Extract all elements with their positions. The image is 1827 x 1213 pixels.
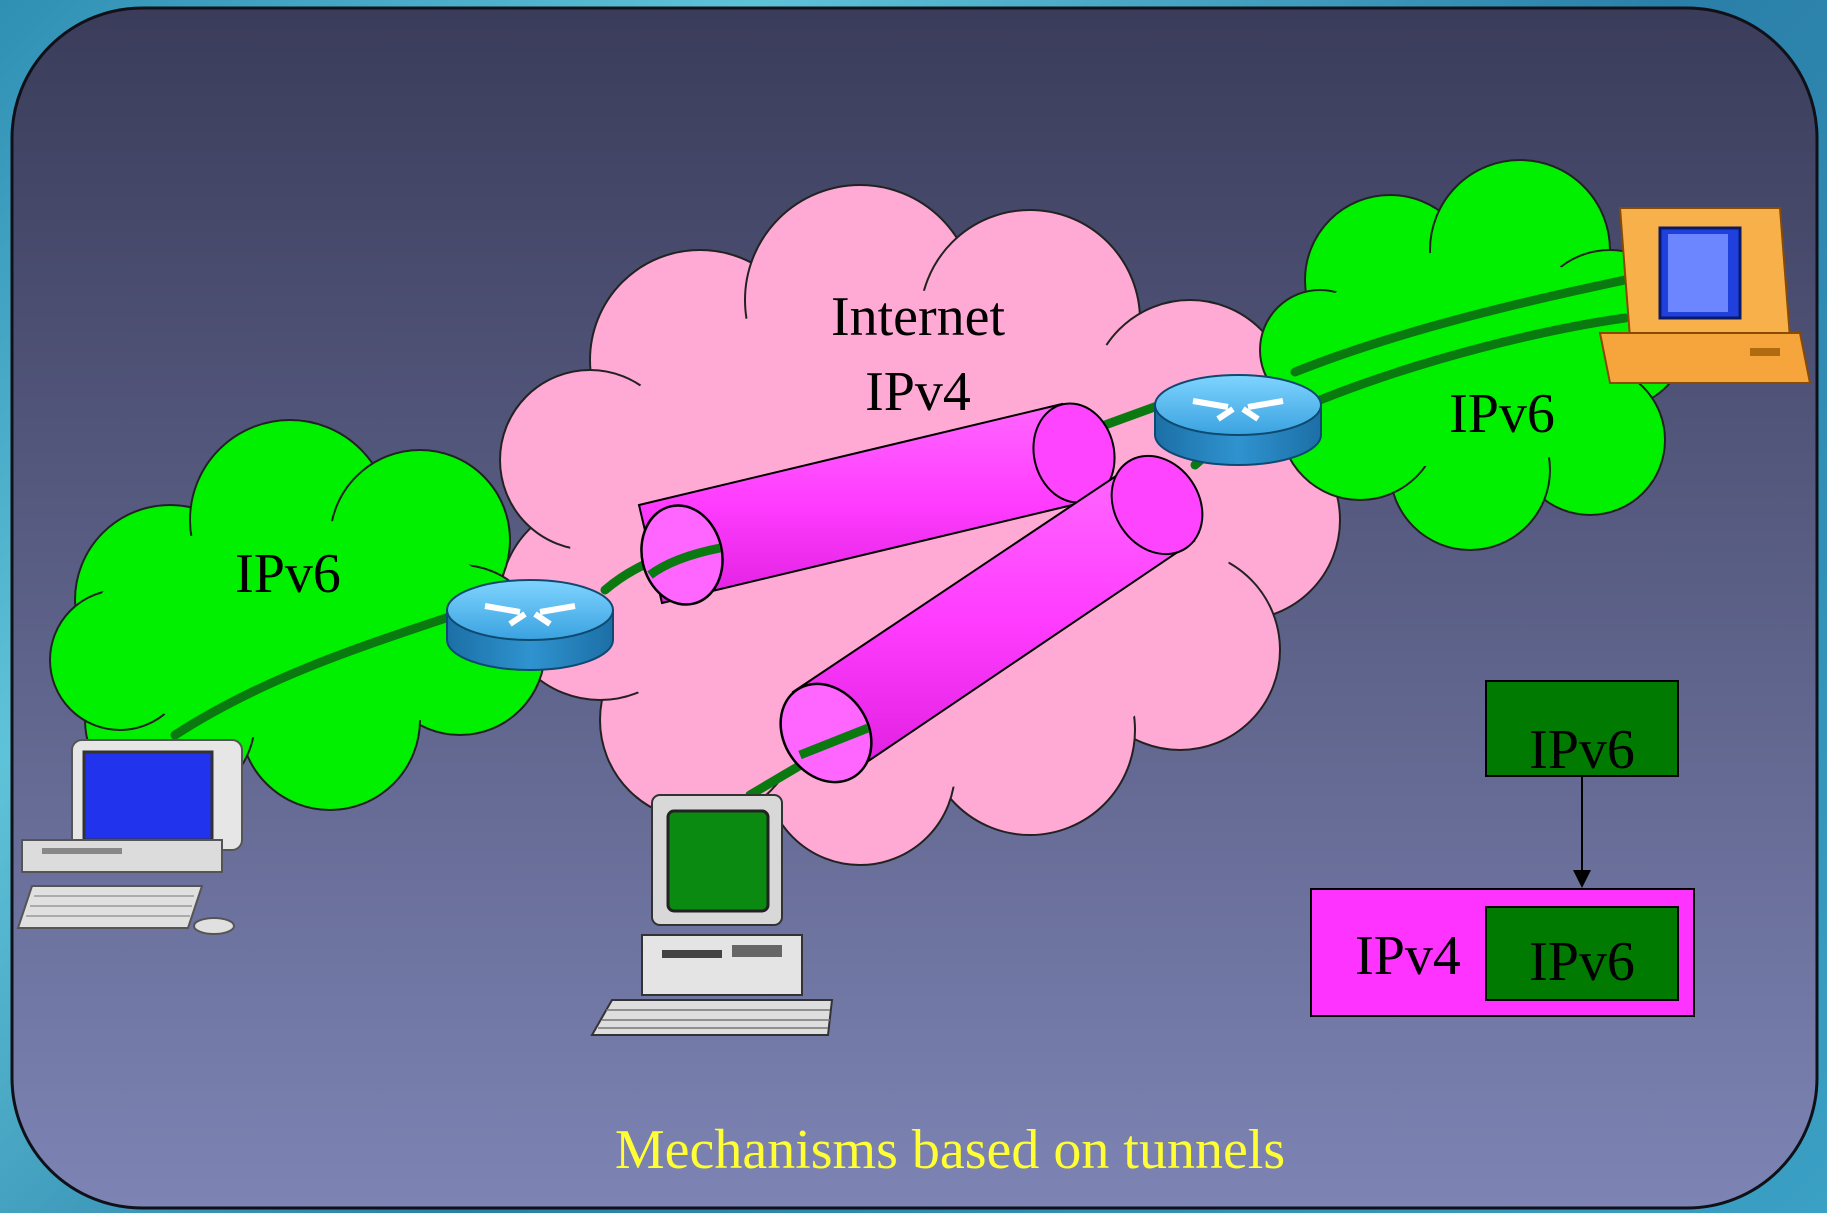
link-right-router-pc [1290,275,1630,377]
ipv6-packet-label: IPv6 [1529,719,1635,781]
ipv4-packet-label: IPv4 [1355,925,1461,987]
inner-ipv6-label: IPv6 [1529,931,1635,993]
pc-icon [1598,207,1812,384]
workstation-icon [590,794,834,1036]
tunnel-lower [779,454,1204,784]
link-tunnel-right-router [1100,400,1165,430]
internet-ipv4-label: IPv4 [865,361,971,423]
left-ipv6-label: IPv6 [235,543,341,605]
encapsulation-legend: IPv6 IPv4 IPv6 [1310,680,1695,1017]
link-left-pc-router [170,610,460,740]
internet-label: Internet [831,286,1006,348]
inner-ipv6-box [1485,906,1679,1001]
router-icon [446,579,614,671]
right-ipv6-label: IPv6 [1449,383,1555,445]
slide-caption: Mechanisms based on tunnels [615,1119,1285,1181]
ipv6-packet-box [1485,680,1679,777]
router-icon [1154,374,1322,466]
desktop-computer-icon [16,739,243,935]
link-right-router-pc-2 [1315,313,1630,405]
